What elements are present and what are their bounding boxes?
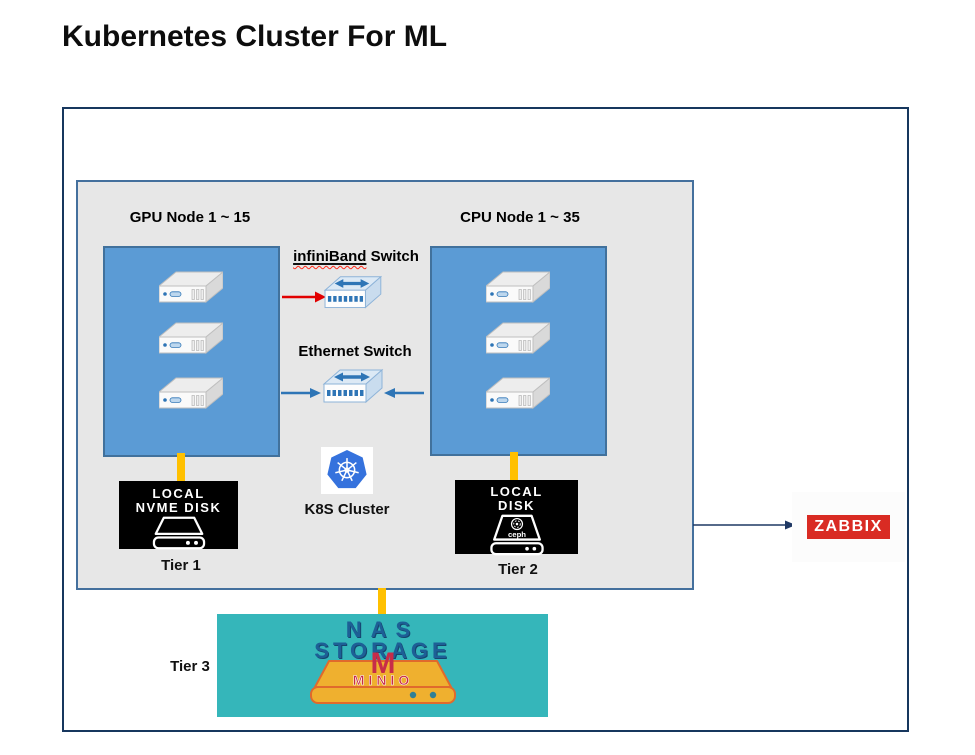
page-title: Kubernetes Cluster For ML — [62, 20, 448, 53]
tier2-local-disk: LOCAL DISK ceph — [455, 480, 578, 556]
gpu-node-group — [103, 246, 280, 457]
infiniband-switch-label: infiniBand Switch — [288, 248, 424, 265]
nas-storage-title: NAS STORAGE — [217, 617, 548, 663]
gpu-to-infiniband-arrow — [282, 291, 326, 303]
tier3-label: Tier 3 — [170, 658, 210, 675]
tier2-label: Tier 2 — [498, 561, 538, 578]
cpu-to-tier2-connector — [510, 452, 518, 481]
gpu-node-label: GPU Node 1 ~ 15 — [129, 209, 251, 226]
tier2-disk-line2: DISK — [497, 498, 536, 514]
server-icon — [486, 377, 550, 409]
kubernetes-label: K8S Cluster — [304, 501, 390, 518]
tier1-local-nvme-disk: LOCAL NVME DISK — [119, 481, 238, 550]
zabbix-logo: ZABBIX — [807, 515, 890, 539]
gpu-to-tier1-connector — [177, 453, 185, 482]
server-icon — [159, 271, 223, 303]
ethernet-switch-icon — [322, 368, 384, 404]
ceph-disk-icon: ceph — [489, 514, 544, 556]
panel-to-zabbix-arrow — [693, 520, 796, 530]
minio-wordmark: MINIO — [352, 672, 412, 688]
server-icon — [159, 377, 223, 409]
minio-m-mark: M — [370, 647, 395, 680]
nvme-disk-icon — [152, 516, 205, 550]
infiniband-switch-icon — [323, 275, 383, 310]
cpu-to-ethernet-arrow — [384, 388, 424, 398]
tier1-disk-line1: LOCAL — [152, 486, 205, 501]
cpu-node-label: CPU Node 1 ~ 35 — [460, 209, 580, 226]
tier1-disk-line2: NVME DISK — [135, 500, 222, 516]
tier2-disk-line1: LOCAL — [490, 484, 543, 499]
tier1-label: Tier 1 — [161, 557, 201, 574]
ceph-label: ceph — [507, 530, 525, 539]
tier3-nas-storage: NAS STORAGE M MINIO — [217, 614, 548, 717]
panel-to-nas-connector — [378, 588, 386, 615]
ethernet-switch-label: Ethernet Switch — [298, 343, 412, 360]
gpu-to-ethernet-arrow — [281, 388, 321, 398]
kubernetes-tile — [321, 447, 373, 494]
infiniband-word: infiniBand — [293, 248, 367, 265]
server-icon — [486, 271, 550, 303]
zabbix-tile: ZABBIX — [792, 492, 905, 562]
infiniband-word-rest: Switch — [366, 248, 419, 265]
server-icon — [159, 322, 223, 354]
cpu-node-group — [430, 246, 607, 456]
server-icon — [486, 322, 550, 354]
nas-title-line2: STORAGE — [314, 637, 451, 663]
kubernetes-icon — [327, 449, 367, 488]
nas-title-line1: NAS — [345, 617, 420, 642]
minio-drive-icon: M MINIO — [309, 647, 456, 704]
